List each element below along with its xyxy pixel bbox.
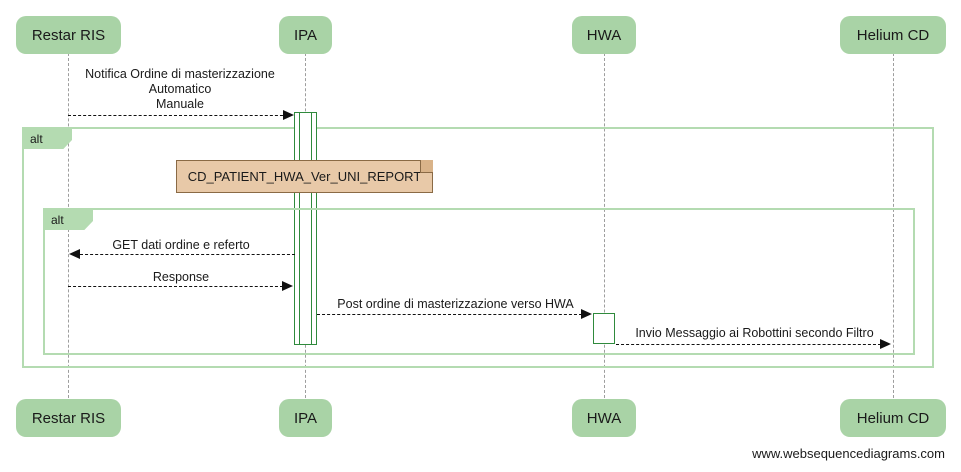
- message-line-post-ordine: [317, 314, 582, 315]
- participant-ipa-bottom[interactable]: IPA: [279, 399, 332, 437]
- activation-hwa: [593, 313, 615, 344]
- participant-helium-cd-top[interactable]: Helium CD: [840, 16, 946, 54]
- fragment-outer-alt: [22, 127, 934, 368]
- participant-ipa-top[interactable]: IPA: [279, 16, 332, 54]
- message-arrowhead-response: [282, 281, 293, 291]
- fragment-tab-text: alt: [51, 213, 64, 227]
- participant-restar-ris-bottom[interactable]: Restar RIS: [16, 399, 121, 437]
- message-label-post-ordine: Post ordine di masterizzazione verso HWA: [337, 297, 574, 311]
- message-arrowhead-notifica-ordine: [283, 110, 294, 120]
- participant-restar-ris-top[interactable]: Restar RIS: [16, 16, 121, 54]
- participant-label: Restar RIS: [31, 26, 106, 44]
- message-line-notifica-ordine: [68, 115, 288, 116]
- participant-helium-cd-bottom[interactable]: Helium CD: [840, 399, 946, 437]
- lifeline-hwa: [604, 53, 605, 398]
- participant-label: HWA: [586, 409, 622, 427]
- participant-label: IPA: [293, 409, 318, 427]
- message-arrowhead-get-dati-ordine: [69, 249, 80, 259]
- participant-label: HWA: [586, 26, 622, 44]
- participant-hwa-bottom[interactable]: HWA: [572, 399, 636, 437]
- message-line-invio-messaggio: [616, 344, 881, 345]
- fragment-tab-text: alt: [30, 132, 43, 146]
- participant-label: Restar RIS: [31, 409, 106, 427]
- footer-watermark: www.websequencediagrams.com: [752, 446, 945, 461]
- participant-label: IPA: [293, 26, 318, 44]
- fragment-label-outer-alt: alt: [24, 129, 72, 149]
- fragment-label-inner-alt: alt: [45, 210, 93, 230]
- message-arrowhead-invio-messaggio: [880, 339, 891, 349]
- message-arrowhead-post-ordine: [581, 309, 592, 319]
- message-label-response: Response: [152, 270, 210, 284]
- note-text: CD_PATIENT_HWA_Ver_UNI_REPORT: [187, 169, 422, 184]
- fragment-inner-alt: [43, 208, 915, 355]
- lifeline-helium-cd: [893, 53, 894, 398]
- message-label-invio-messaggio: Invio Messaggio ai Robottini secondo Fil…: [635, 326, 874, 340]
- message-line-get-dati-ordine: [80, 254, 295, 255]
- message-label-notifica-ordine: Notifica Ordine di masterizzazione Autom…: [85, 67, 275, 111]
- message-label-get-dati-ordine: GET dati ordine e referto: [112, 238, 250, 252]
- participant-label: Helium CD: [856, 26, 930, 44]
- note-fold-corner-icon: [420, 160, 433, 173]
- message-line-response: [68, 286, 283, 287]
- participant-label: Helium CD: [856, 409, 930, 427]
- participant-hwa-top[interactable]: HWA: [572, 16, 636, 54]
- note-cd-patient-hwa: CD_PATIENT_HWA_Ver_UNI_REPORT: [176, 160, 433, 193]
